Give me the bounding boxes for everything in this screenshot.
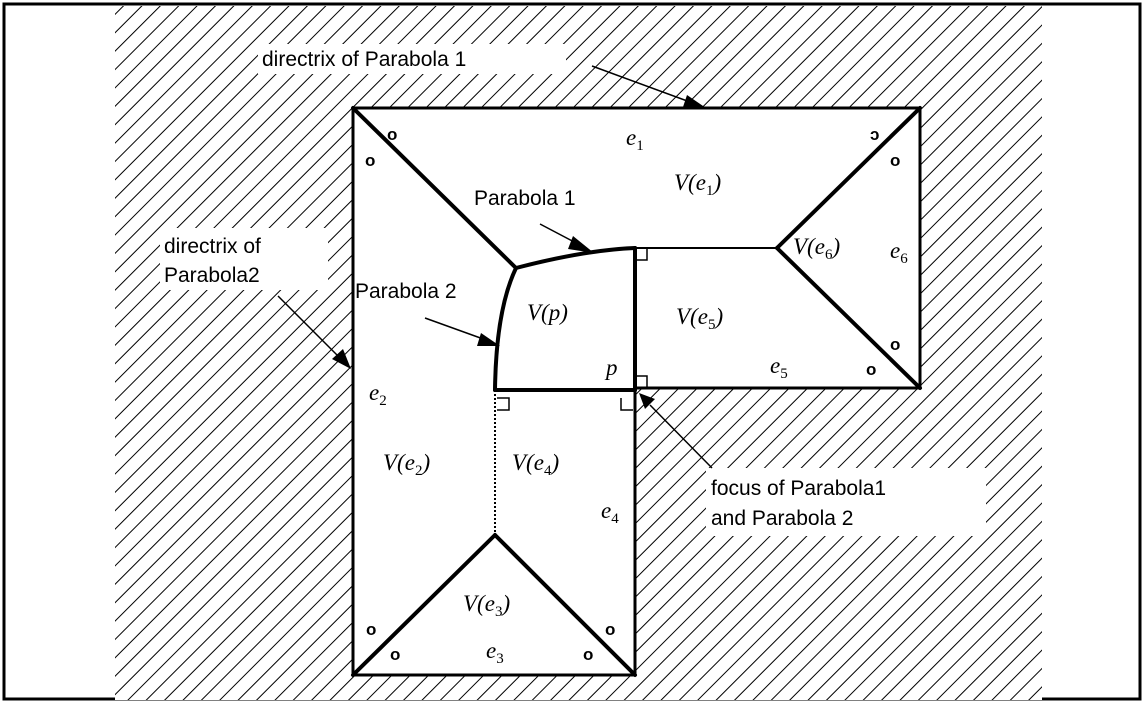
label-parabola1: Parabola 1 <box>474 187 576 210</box>
region-label-v-e6: V(e6) <box>793 234 840 263</box>
label-focus-line2: and Parabola 2 <box>711 507 853 530</box>
voronoi-edge-bm <box>493 533 637 677</box>
label-parabola2: Parabola 2 <box>355 280 457 303</box>
parabola2-curve <box>493 266 518 392</box>
arrowhead-directrix-p1 <box>683 95 706 108</box>
corner-mark-tl-b: o <box>387 125 397 144</box>
edge-label-e1: e1 <box>626 125 644 154</box>
right-angle-mark-top <box>635 248 648 261</box>
voronoi-edge-tl <box>351 106 518 270</box>
corner-mark-bm-a: o <box>605 620 615 639</box>
region-label-v-e1: V(e1) <box>674 170 721 199</box>
arrow-directrix-p1 <box>591 65 691 103</box>
right-angle-mark-mid <box>635 375 648 388</box>
label-bg-directrix-p2 <box>160 228 328 290</box>
corner-mark-br-a: o <box>890 335 900 354</box>
label-focus-line1: focus of Parabola1 <box>711 477 886 500</box>
label-bg-focus <box>706 468 986 536</box>
edge-label-e4: e4 <box>601 498 619 527</box>
edge-label-e3: e3 <box>486 638 504 667</box>
arrow-parabola2 <box>424 317 487 341</box>
arrowhead-directrix-p2 <box>332 349 351 369</box>
label-bg-directrix-p1 <box>258 44 566 74</box>
region-label-v-e4: V(e4) <box>512 450 559 479</box>
arrow-focus <box>649 404 713 469</box>
region-label-v-e2: V(e2) <box>383 450 430 479</box>
region-label-v-p: V(p) <box>527 300 568 325</box>
parabola1-curve <box>514 246 637 270</box>
arrow-directrix-p2 <box>277 295 341 359</box>
right-angle-mark-left <box>497 397 510 411</box>
label-directrix-p2-line1: directrix of <box>164 235 261 258</box>
arrowhead-focus <box>639 393 655 409</box>
arrowhead-parabola2 <box>477 333 500 346</box>
voronoi-edge-bl <box>351 533 497 677</box>
voronoi-edge-tr <box>775 106 922 250</box>
corner-mark-bl-b: o <box>390 645 400 664</box>
corner-mark-br-b: o <box>866 360 876 379</box>
region-label-v-e5: V(e5) <box>676 304 723 333</box>
label-directrix-p1: directrix of Parabola 1 <box>262 48 466 71</box>
corner-mark-bm-b: o <box>583 645 593 664</box>
voronoi-edge-br <box>775 246 922 390</box>
arrowhead-parabola1 <box>568 236 594 253</box>
corner-mark-tr-b: o <box>890 151 900 170</box>
edge-label-e5: e5 <box>770 353 788 382</box>
corner-mark-tl-a: o <box>365 151 375 170</box>
region-label-v-e3: V(e3) <box>463 591 510 620</box>
point-label-p: p <box>604 355 618 380</box>
edge-label-e6: e6 <box>890 238 908 267</box>
right-angle-mark-bottom <box>620 398 633 411</box>
corner-mark-bl-a: o <box>366 620 376 639</box>
corner-mark-tr-a: ɔ <box>870 125 879 144</box>
edge-label-e2: e2 <box>369 380 387 409</box>
label-directrix-p2-line2: Parabola2 <box>164 264 260 287</box>
